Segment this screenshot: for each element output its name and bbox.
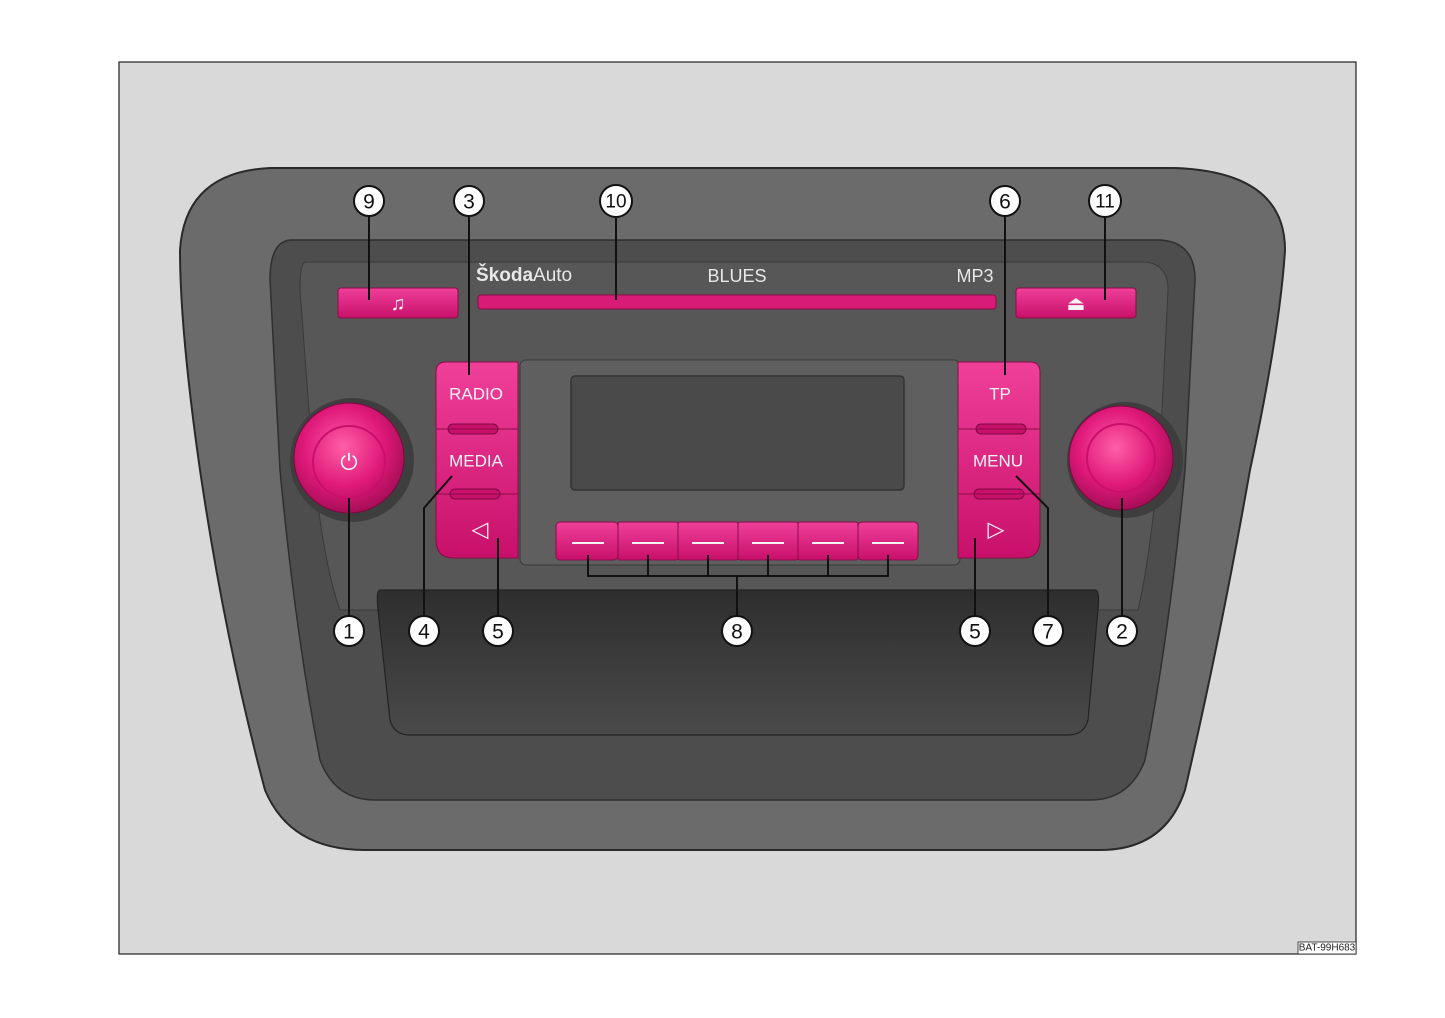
format-label: MP3 — [956, 266, 993, 286]
leader-lines — [348, 215, 1123, 616]
power-icon: ⏻ — [340, 450, 357, 475]
media-button-label: MEDIA — [449, 452, 504, 471]
right-button-cluster — [957, 361, 1041, 559]
right-arrow-button[interactable]: ▷ — [988, 517, 1005, 542]
tp-button-label: TP — [989, 385, 1011, 404]
preset-button[interactable] — [555, 521, 619, 561]
callout-9: 9 — [353, 185, 385, 217]
eject-icon: ⏏ — [1067, 293, 1086, 315]
preset-button[interactable] — [857, 521, 919, 561]
callout-2: 2 — [1106, 615, 1138, 647]
preset-button[interactable] — [617, 521, 679, 561]
callout-number: 9 — [363, 191, 375, 214]
callout-number: 5 — [492, 621, 504, 644]
callout-3: 3 — [453, 185, 485, 217]
callout-number: 10 — [605, 192, 626, 213]
callout-number: 3 — [463, 191, 475, 214]
callout-11: 11 — [1088, 184, 1122, 218]
storage-compartment — [376, 589, 1100, 736]
preset-button[interactable] — [737, 521, 799, 561]
callout-4: 4 — [408, 615, 440, 647]
callout-number: 5 — [969, 621, 981, 644]
preset-buttons — [555, 521, 919, 561]
left-button-cluster — [435, 361, 519, 559]
preset-button[interactable] — [677, 521, 739, 561]
callout-7: 7 — [1032, 615, 1064, 647]
display-screen — [570, 375, 905, 491]
reference-code-box — [1297, 941, 1357, 955]
callout-8: 8 — [721, 615, 753, 647]
reference-code: BAT-99H683 — [1299, 943, 1356, 954]
callout-number: 2 — [1116, 621, 1128, 644]
callout-number: 11 — [1095, 192, 1115, 213]
tp-button[interactable]: TP — [975, 385, 1027, 435]
model-name: BLUES — [707, 266, 766, 286]
callout-number: 4 — [418, 621, 430, 644]
callout-number: 7 — [1042, 621, 1054, 644]
left-arrow-button[interactable]: ◁ — [472, 517, 489, 542]
media-button[interactable]: MEDIA — [449, 452, 504, 500]
callout-number: 1 — [343, 621, 355, 644]
cd-slot — [477, 294, 997, 310]
radio-button-label: RADIO — [449, 385, 503, 404]
volume-tuning-knob[interactable] — [1068, 405, 1174, 511]
callout-5-right: 5 — [959, 615, 991, 647]
callout-6: 6 — [989, 185, 1021, 217]
callout-5-left: 5 — [482, 615, 514, 647]
callout-number: 6 — [999, 191, 1011, 214]
callout-10: 10 — [599, 184, 633, 218]
menu-button-label: MENU — [973, 452, 1023, 471]
callout-1: 1 — [333, 615, 365, 647]
music-note-icon: ♫ — [391, 293, 406, 315]
brand-logo: ŠkodaAuto — [476, 264, 572, 286]
volume-knob-cap — [1086, 423, 1156, 493]
preset-button[interactable] — [797, 521, 859, 561]
callout-number: 8 — [731, 621, 743, 644]
